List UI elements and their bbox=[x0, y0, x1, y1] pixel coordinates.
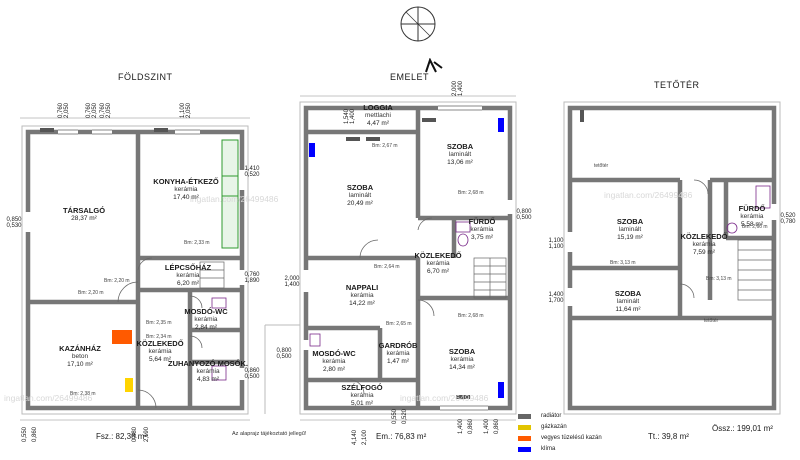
legend-label: gázkazán bbox=[541, 424, 567, 430]
window-dim: 4,140 bbox=[352, 429, 358, 445]
legend-item-gazkazan: gázkazán bbox=[518, 424, 567, 430]
area-total-sum: Össz.: 199,01 m² bbox=[712, 424, 773, 433]
disclaimer-note: Az alaprajz tájékoztató jellegű! bbox=[232, 431, 307, 437]
ceiling-height: Bm: 2,60 m bbox=[742, 224, 768, 230]
legend-item-radiator: radiátor bbox=[518, 413, 561, 419]
ceiling-height: Bm: 2,67 m bbox=[372, 143, 398, 149]
label-teteter: tetőtér bbox=[704, 318, 719, 324]
watermark: ingatlan.com/26499486 bbox=[4, 393, 93, 403]
window-dim: 1,400 bbox=[458, 418, 464, 434]
ceiling-height: Bm: 2,64 m bbox=[374, 264, 400, 270]
ceiling-height: Bm: 2,35 m bbox=[146, 320, 172, 326]
legend-label: radiátor bbox=[541, 413, 562, 419]
legend-item-klima: klíma bbox=[518, 446, 555, 452]
window-dim: 0,520 bbox=[402, 408, 408, 424]
window-dim: 0,860 bbox=[32, 426, 38, 442]
ceiling-height: Bm: 2,68 m bbox=[458, 190, 484, 196]
ceiling-height: Bm: 3,13 m bbox=[610, 260, 636, 266]
floor-title-upper: EMELET bbox=[390, 72, 430, 82]
area-total-upper: Em.: 76,83 m² bbox=[376, 432, 427, 441]
compass-icon bbox=[400, 6, 436, 42]
watermark: ingatlan.com/26499486 bbox=[190, 194, 279, 204]
north-arrow-icon bbox=[425, 58, 443, 73]
climate-swatch bbox=[518, 446, 531, 452]
mixed-boiler-swatch bbox=[518, 435, 531, 441]
ceiling-height: Bm: 2,20 m bbox=[104, 278, 130, 284]
legend-label: vegyes tüzelésű kazán bbox=[541, 435, 602, 441]
legend-label: klíma bbox=[541, 446, 556, 452]
legend-item-vegyes-kazan: vegyes tüzelésű kazán bbox=[518, 435, 602, 441]
window-dim: 2,100 bbox=[362, 429, 368, 445]
radiator-swatch bbox=[518, 413, 531, 419]
gas-boiler-swatch bbox=[518, 424, 531, 430]
ceiling-height: Bm: 2,38 m bbox=[70, 391, 96, 397]
ceiling-height: Bm: 2,65 m bbox=[386, 321, 412, 327]
floor-title-attic: TETŐTÉR bbox=[654, 80, 700, 90]
ceiling-height: Bm: 3,13 m bbox=[706, 276, 732, 282]
area-total-attic: Tt.: 39,8 m² bbox=[648, 432, 689, 441]
window-dim: 0,860 bbox=[468, 418, 474, 434]
window-dim: 0,550 bbox=[22, 426, 28, 442]
window-dim: 0,860 bbox=[494, 418, 500, 434]
ceiling-height: Bm: 2,34 m bbox=[146, 334, 172, 340]
floor-title-ground: FÖLDSZINT bbox=[118, 72, 173, 82]
window-dim: 1,400 bbox=[484, 418, 490, 434]
ceiling-height: Bm: 2,33 m bbox=[184, 240, 210, 246]
watermark: ingatlan.com/26499486 bbox=[604, 190, 693, 200]
window-dim: 0,550 bbox=[392, 408, 398, 424]
ceiling-height: Bm: 2,20 m bbox=[78, 290, 104, 296]
label-teteter: tetőtér bbox=[594, 163, 609, 169]
watermark: ingatlan.com/26499486 bbox=[400, 393, 489, 403]
ceiling-height: Bm: 2,68 m bbox=[458, 313, 484, 319]
area-total-ground: Fsz.: 82,38 m² bbox=[96, 432, 148, 441]
